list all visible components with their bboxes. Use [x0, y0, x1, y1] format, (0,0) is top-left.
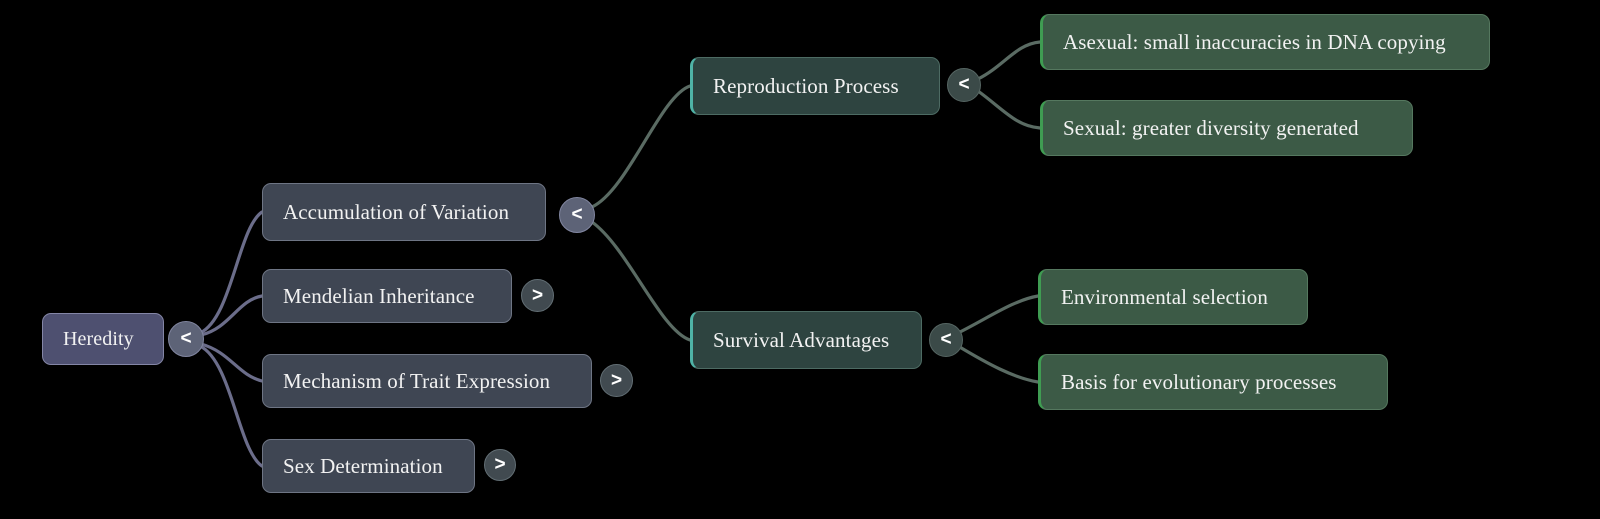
node-sex-determination[interactable]: Sex Determination [262, 439, 475, 493]
node-mendelian-inheritance-label: Mendelian Inheritance [283, 283, 475, 308]
node-asexual-dna-copying[interactable]: Asexual: small inaccuracies in DNA copyi… [1040, 14, 1490, 70]
node-mendelian-inheritance[interactable]: Mendelian Inheritance [262, 269, 512, 323]
node-environmental-selection-label: Environmental selection [1061, 284, 1268, 309]
toggle-mechanism-of-trait-expression[interactable]: > [600, 364, 633, 397]
survival-edges [956, 294, 1040, 384]
node-basis-evolutionary-processes-label: Basis for evolutionary processes [1061, 369, 1337, 394]
toggle-heredity[interactable]: < [168, 321, 204, 357]
toggle-heredity-glyph: < [180, 328, 192, 349]
toggle-mendelian-inheritance[interactable]: > [521, 279, 554, 312]
node-survival-advantages-label: Survival Advantages [713, 327, 890, 352]
node-reproduction-process-label: Reproduction Process [713, 73, 899, 98]
node-survival-advantages[interactable]: Survival Advantages [690, 311, 922, 369]
toggle-reproduction-process-glyph: < [958, 74, 970, 95]
node-sex-determination-label: Sex Determination [283, 453, 443, 478]
toggle-sex-determination-glyph: > [494, 454, 506, 475]
edge-accumulation-to-survival [590, 220, 692, 342]
toggle-mendelian-inheritance-glyph: > [531, 284, 544, 306]
node-basis-evolutionary-processes[interactable]: Basis for evolutionary processes [1038, 354, 1388, 410]
edge-survival-to-environmental [956, 294, 1040, 335]
node-heredity[interactable]: Heredity [42, 313, 164, 365]
edge-reproduction-to-asexual [976, 40, 1042, 81]
node-heredity-label: Heredity [63, 328, 134, 350]
toggle-accumulation-of-variation[interactable]: < [559, 197, 595, 233]
edge-reproduction-to-sexual [976, 89, 1042, 130]
node-reproduction-process[interactable]: Reproduction Process [690, 57, 940, 115]
edge-survival-to-basis [956, 344, 1040, 384]
node-mechanism-of-trait-expression-label: Mechanism of Trait Expression [283, 368, 551, 393]
node-mechanism-of-trait-expression[interactable]: Mechanism of Trait Expression [262, 354, 592, 408]
edge-root-to-mendelian [199, 294, 264, 337]
edge-root-to-sex [198, 344, 264, 468]
node-accumulation-of-variation-label: Accumulation of Variation [283, 199, 510, 224]
toggle-mechanism-of-trait-expression-glyph: > [610, 369, 623, 391]
node-sexual-greater-diversity-label: Sexual: greater diversity generated [1063, 115, 1359, 140]
node-sexual-greater-diversity[interactable]: Sexual: greater diversity generated [1040, 100, 1413, 156]
node-accumulation-of-variation[interactable]: Accumulation of Variation [262, 183, 546, 241]
toggle-accumulation-of-variation-glyph: < [571, 204, 583, 225]
node-asexual-dna-copying-label: Asexual: small inaccuracies in DNA copyi… [1063, 29, 1446, 54]
toggle-survival-advantages-glyph: < [940, 329, 952, 350]
toggle-sex-determination[interactable]: > [484, 449, 516, 481]
root-edges [198, 210, 264, 468]
reproduction-edges [976, 40, 1042, 130]
accumulation-edges [590, 84, 692, 342]
node-environmental-selection[interactable]: Environmental selection [1038, 269, 1308, 325]
toggle-survival-advantages[interactable]: < [929, 323, 963, 357]
edge-root-to-accumulation [198, 210, 264, 335]
edge-accumulation-to-reproduction [590, 84, 692, 209]
toggle-reproduction-process[interactable]: < [947, 68, 981, 102]
edge-root-to-mechanism [199, 342, 264, 383]
